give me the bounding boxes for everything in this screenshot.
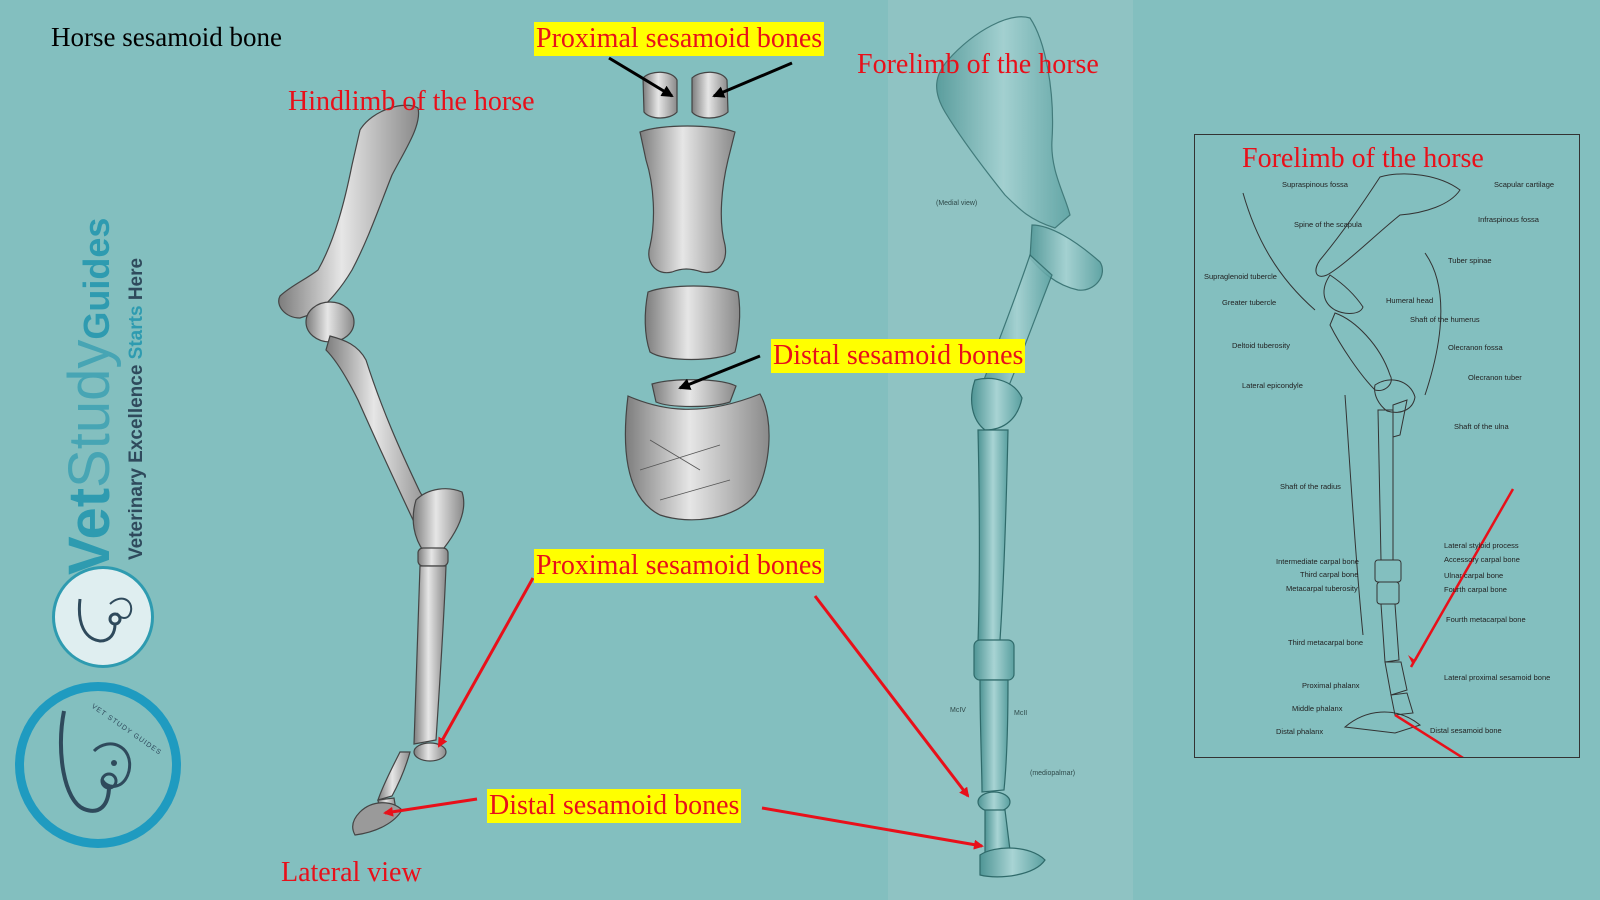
black-arrow-distal (678, 354, 761, 390)
label-proximal-sesamoid-top: Proximal sesamoid bones (534, 22, 825, 56)
lbl-spine-of-scapula: Spine of the scapula (1294, 220, 1362, 229)
red-arrow-distal-forelimb (761, 806, 984, 850)
stethoscope-icon (77, 597, 133, 643)
lbl-olecranon-tuber: Olecranon tuber (1468, 373, 1522, 382)
lbl-shaft-radius: Shaft of the radius (1280, 482, 1341, 491)
lbl-lateral-proximal-sesamoid: Lateral proximal sesamoid bone (1444, 673, 1551, 682)
forelimb-medial-skeleton (936, 16, 1103, 878)
lbl-distal-phalanx: Distal phalanx (1276, 727, 1324, 736)
lbl-third-metacarpal: Third metacarpal bone (1288, 638, 1364, 647)
tagline-part-2: Starts (126, 300, 147, 360)
lbl-deltoid-tuberosity: Deltoid tuberosity (1232, 341, 1290, 350)
tagline-part-1: Veterinary Excellence (126, 359, 147, 560)
red-arrow-proximal-forelimb (813, 595, 970, 798)
lbl-proximal-phalanx: Proximal phalanx (1302, 681, 1360, 690)
vetstudyguides-emblem: VET STUDY GUIDES (15, 682, 181, 848)
lbl-humeral-head: Humeral head (1386, 296, 1434, 305)
lbl-distal-sesamoid-bone: Distal sesamoid bone (1430, 726, 1502, 735)
label-forelimb-center: Forelimb of the horse (857, 49, 1099, 80)
pointer-arrows (383, 56, 984, 850)
mediopalmar-tag: (mediopalmar) (1030, 770, 1075, 777)
red-arrow-distal-hindlimb (383, 797, 478, 817)
tagline-part-3: Here (126, 257, 147, 301)
brand-tagline: Veterinary Excellence Starts Here (126, 180, 150, 560)
label-distal-sesamoid-bottom: Distal sesamoid bones (487, 789, 742, 823)
brand-vet: Vet (57, 487, 122, 575)
lbl-third-carpal: Third carpal bone (1300, 570, 1359, 579)
brand-study: Study (57, 339, 122, 488)
lbl-fourth-carpal: Fourth carpal bone (1444, 585, 1507, 594)
mcii-tag: McII (1014, 710, 1027, 717)
isolated-digit-bones (624, 71, 770, 521)
black-arrow-proximal-left (608, 56, 674, 98)
lbl-scapular-cartilage: Scapular cartilage (1494, 180, 1555, 189)
label-forelimb-right: Forelimb of the horse (1242, 143, 1484, 174)
forelimb-lateral-diagram (1194, 134, 1580, 758)
stethoscope-dog-icon (58, 710, 132, 813)
page-title: Horse sesamoid bone (51, 22, 282, 52)
label-lateral-view: Lateral view (281, 857, 422, 888)
mciv-tag: McIV (950, 707, 966, 714)
hindlimb-skeleton (278, 104, 465, 836)
lbl-lateral-styloid: Lateral styloid process (1444, 541, 1519, 550)
lbl-tuber-spinae: Tuber spinae (1448, 256, 1492, 265)
lbl-supraglenoid-tubercle: Supraglenoid tubercle (1204, 272, 1277, 281)
lbl-metacarpal-tuberosity: Metacarpal tuberosity (1286, 584, 1358, 593)
forelimb-line-drawing (1242, 173, 1515, 757)
lbl-ulnar-carpal: Ulnar carpal bone (1444, 571, 1504, 580)
lbl-intermediate-carpal: Intermediate carpal bone (1276, 557, 1359, 566)
lbl-fourth-metacarpal: Fourth metacarpal bone (1446, 615, 1526, 624)
label-proximal-sesamoid-bottom: Proximal sesamoid bones (534, 549, 825, 583)
lbl-middle-phalanx: Middle phalanx (1292, 704, 1343, 713)
lbl-infraspinous-fossa: Infraspinous fossa (1478, 215, 1539, 224)
vetstudyguides-logo: VetStudyGuides (56, 175, 136, 575)
lbl-shaft-ulna: Shaft of the ulna (1454, 422, 1509, 431)
label-hindlimb: Hindlimb of the horse (288, 86, 535, 117)
brand-guides: Guides (76, 217, 117, 340)
lbl-supraspinous-fossa: Supraspinous fossa (1282, 180, 1348, 189)
red-arrow-proximal-hindlimb (437, 577, 535, 748)
lbl-greater-tubercle: Greater tubercle (1222, 298, 1277, 307)
medial-view-tag: (Medial view) (936, 200, 977, 207)
lbl-shaft-humerus: Shaft of the humerus (1410, 315, 1480, 324)
lbl-olecranon-fossa: Olecranon fossa (1448, 343, 1503, 352)
stethoscope-dog-emblem-small (52, 566, 154, 668)
label-distal-sesamoid-mid: Distal sesamoid bones (771, 339, 1026, 373)
black-arrow-proximal-right (712, 61, 793, 98)
lbl-accessory-carpal: Accessory carpal bone (1444, 555, 1520, 564)
lbl-lateral-epicondyle: Lateral epicondyle (1242, 381, 1303, 390)
